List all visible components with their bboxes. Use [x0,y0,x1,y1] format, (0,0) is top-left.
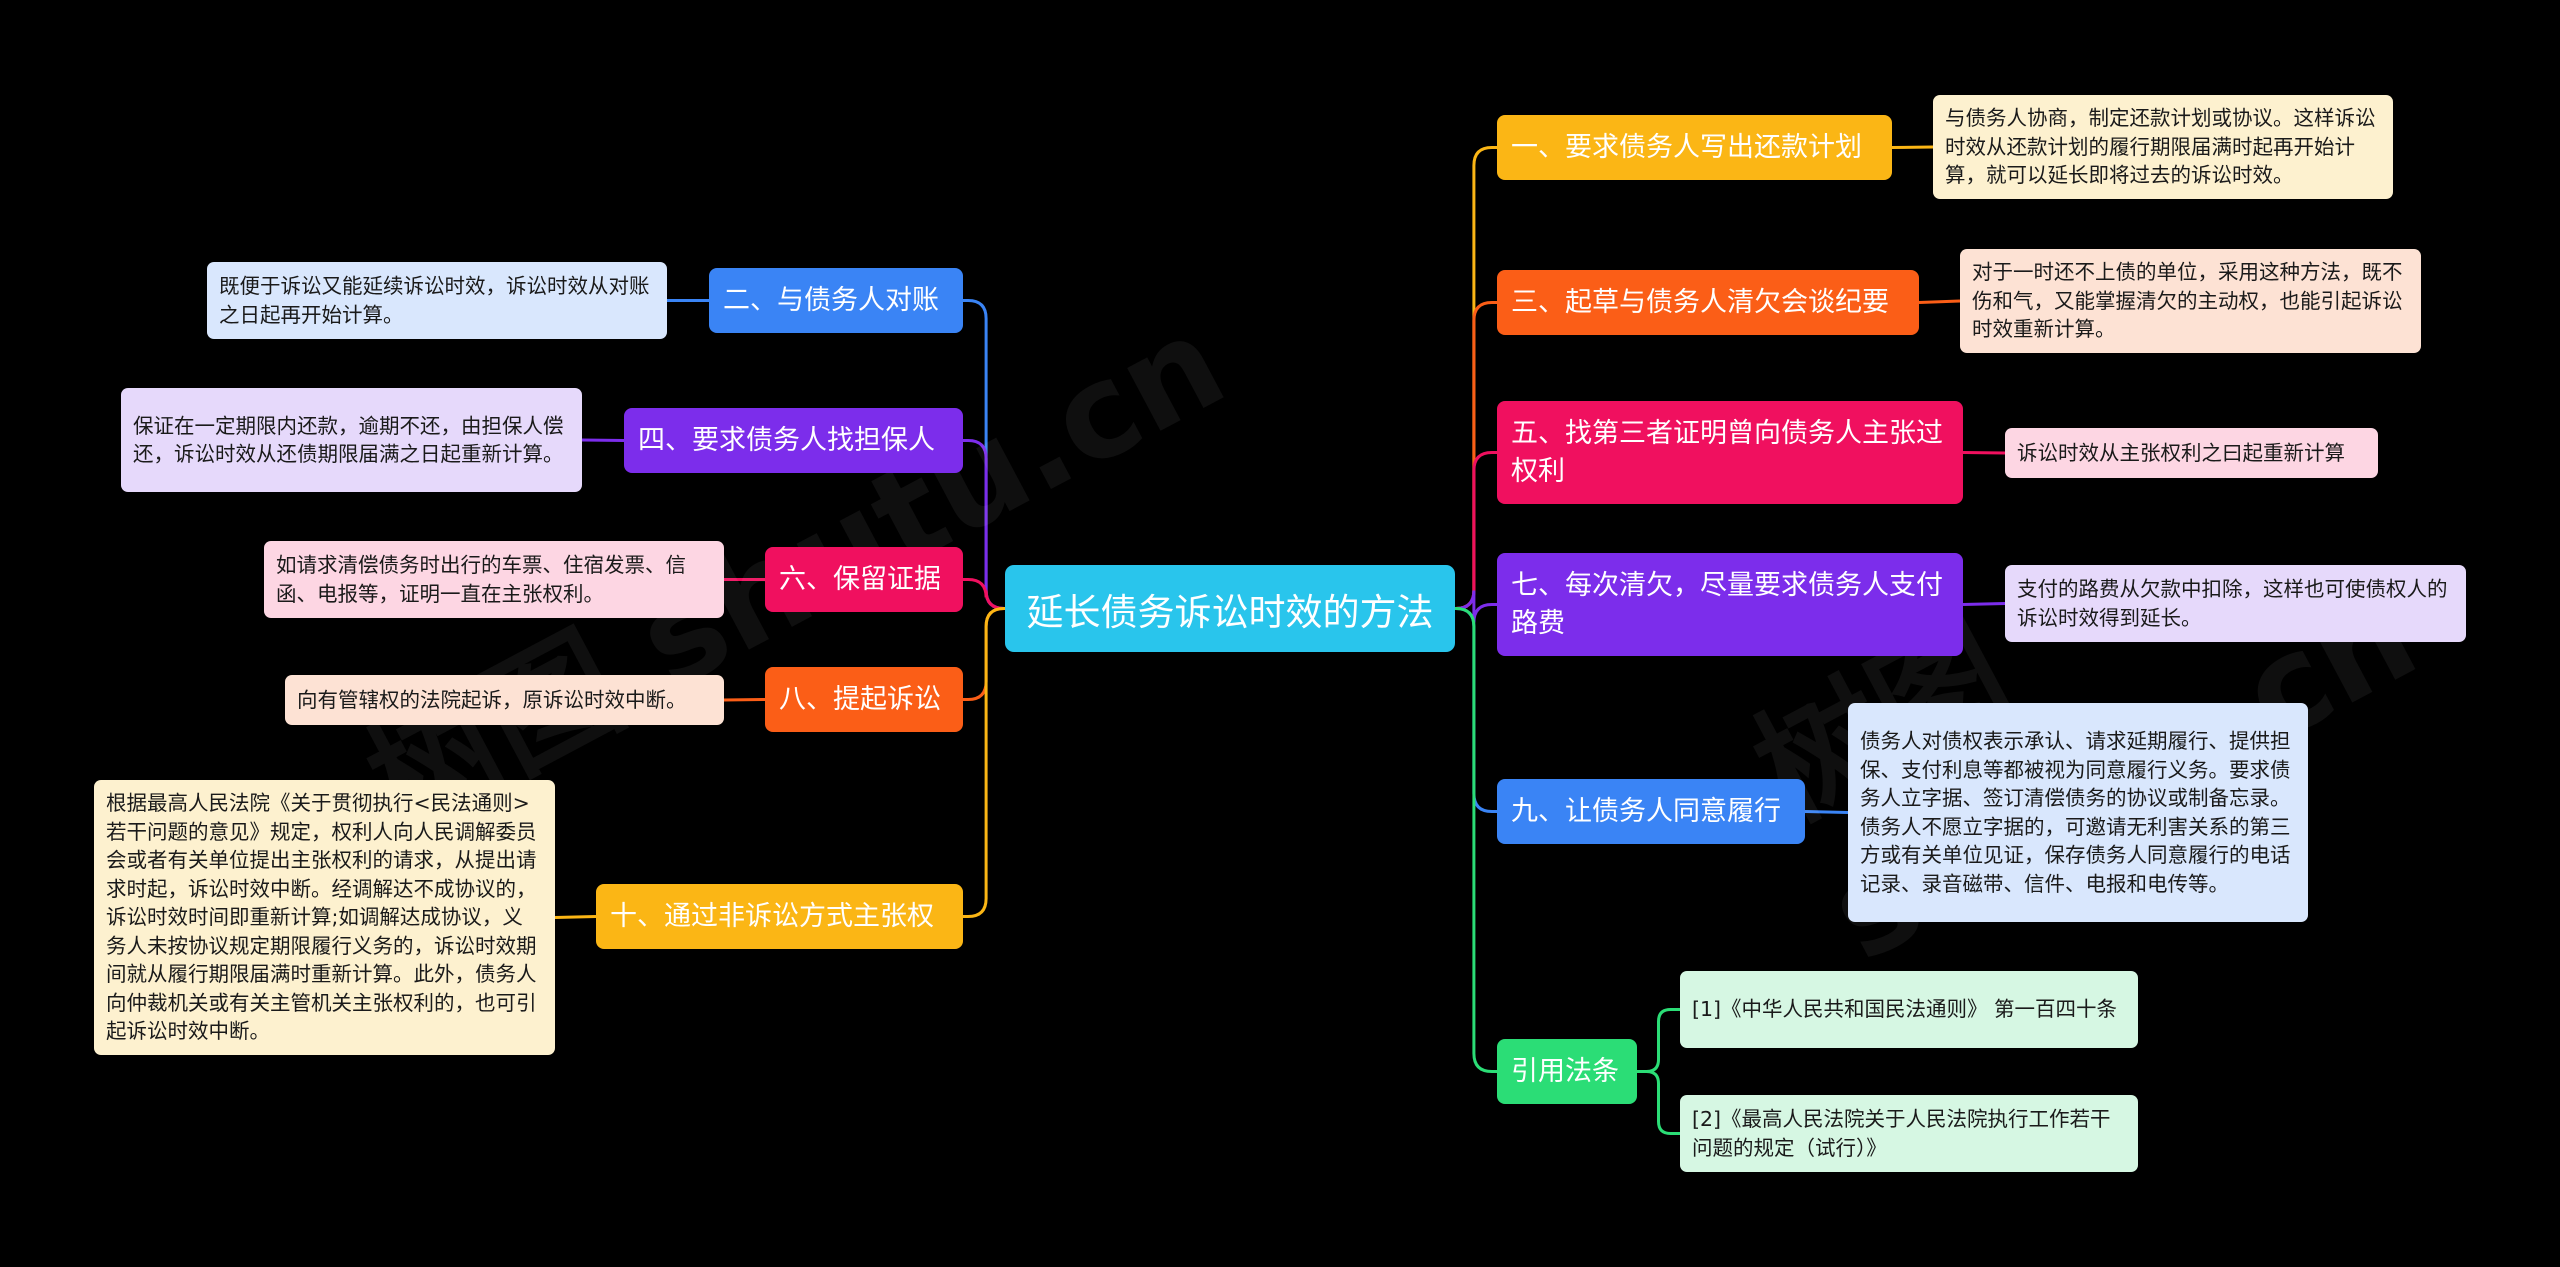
connector [1455,301,1497,610]
detail-note-8: 向有管辖权的法院起诉，原诉讼时效中断。 [285,675,724,725]
connector [1637,1070,1680,1135]
branch-topic-6[interactable]: 六、保留证据 [765,547,963,612]
branch-topic-references[interactable]: 引用法条 [1497,1039,1637,1104]
detail-note-5: 诉讼时效从主张权利之曰起重新计算 [2005,428,2378,478]
connector [581,438,625,442]
detail-note-3: 对于一时还不上债的单位，采用这种方法，既不伤和气，又能掌握清欠的主动权，也能引起… [1960,249,2421,353]
detail-note-1: 与债务人协商，制定还款计划或协议。这样诉讼时效从还款计划的履行期限届满时起再开始… [1933,95,2393,199]
reference-1: [1]《中华人民共和国民法通则》 第一百四十条 [1680,971,2138,1048]
connector [1804,810,1849,814]
connector [1918,299,1961,304]
connector [1455,607,1497,1073]
detail-note-9: 债务人对债权表示承认、请求延期履行、提供担保、支付利息等都被视为同意履行义务。要… [1848,703,2308,922]
connector [723,698,766,702]
connector [554,915,597,919]
branch-topic-2[interactable]: 二、与债务人对账 [709,268,963,333]
branch-topic-1[interactable]: 一、要求债务人写出还款计划 [1497,115,1892,180]
branch-topic-5[interactable]: 五、找第三者证明曾向债务人主张过权利 [1497,401,1963,504]
detail-note-6: 如请求清偿债务时出行的车票、住宿发票、信函、电报等，证明一直在主张权利。 [264,541,724,618]
branch-topic-3[interactable]: 三、起草与债务人清欠会谈纪要 [1497,270,1919,335]
branch-topic-10[interactable]: 十、通过非诉讼方式主张权 [596,884,963,949]
connector [1455,590,1497,623]
detail-note-7: 支付的路费从欠款中扣除，这样也可使债权人的诉讼时效得到延长。 [2005,565,2466,642]
branch-topic-8[interactable]: 八、提起诉讼 [765,667,963,732]
connector [1455,451,1497,610]
reference-2: [2]《最高人民法院关于人民法院执行工作若干问题的规定（试行）》 [1680,1095,2138,1172]
detail-note-4: 保证在一定期限内还款，逾期不还，由担保人偿还，诉讼时效从还债期限届满之日起重新计… [121,388,582,492]
connector [1891,145,1934,149]
branch-topic-9[interactable]: 九、让债务人同意履行 [1497,779,1805,844]
connector [1962,451,2006,455]
connector [963,439,1005,610]
connector [1455,607,1497,813]
connector [963,299,1005,610]
branch-topic-7[interactable]: 七、每次清欠，尽量要求债务人支付路费 [1497,553,1963,656]
connector [1455,146,1497,610]
branch-topic-4[interactable]: 四、要求债务人找担保人 [624,408,963,473]
detail-note-10: 根据最高人民法院《关于贯彻执行<民法通则>若干问题的意见》规定，权利人向人民调解… [94,780,555,1055]
connector [963,578,1005,610]
detail-note-2: 既便于诉讼又能延续诉讼时效，诉讼时效从对账之日起再开始计算。 [207,262,667,339]
root-topic[interactable]: 延长债务诉讼时效的方法 [1005,565,1455,652]
connector [963,607,1005,918]
connector [1637,1008,1680,1073]
connector [963,607,1005,701]
connector [1962,602,2006,606]
